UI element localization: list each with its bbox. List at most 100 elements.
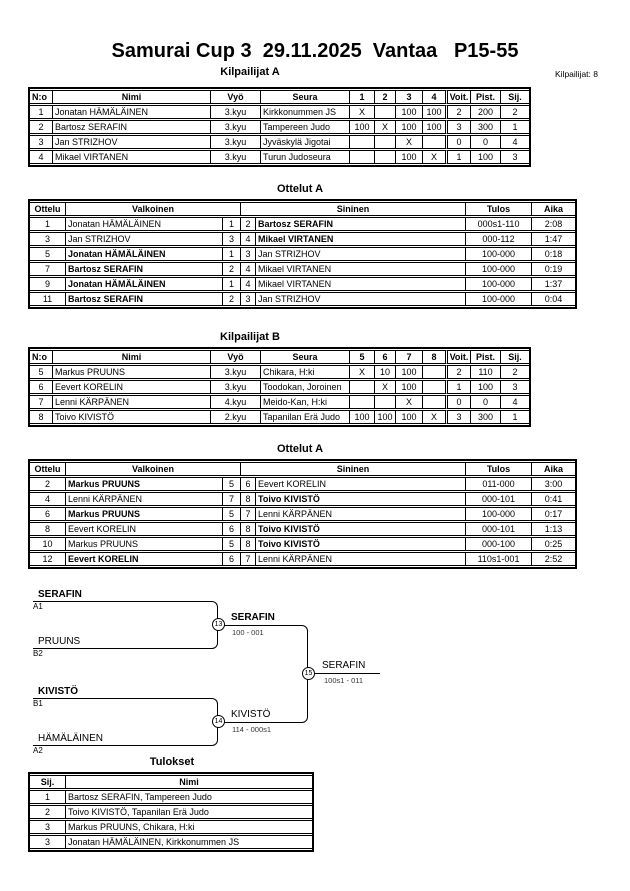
cell: 100 — [349, 410, 374, 424]
bracket-match-circle: 15 — [302, 667, 315, 680]
cell: 0 — [470, 135, 500, 149]
cell: Toivo KIVISTÖ — [255, 522, 466, 536]
cell: 3 — [30, 820, 65, 834]
cell: 1 — [222, 217, 240, 231]
cell: 7 — [222, 492, 240, 506]
cell: 8 — [30, 410, 52, 424]
cell — [349, 150, 374, 164]
bracket-slot-name: SERAFIN — [38, 589, 82, 600]
cell: 3.kyu — [210, 120, 260, 134]
cell: 5 — [222, 537, 240, 551]
cell: Markus PRUUNS — [52, 365, 210, 379]
cell: 100 — [395, 150, 422, 164]
cell — [374, 135, 395, 149]
cell: 0:41 — [531, 492, 576, 506]
cell: 2 — [30, 120, 52, 134]
cell: 3 — [30, 232, 65, 246]
cell: N:o — [30, 90, 52, 104]
cell: 2 — [500, 365, 529, 379]
bracket-winner-name: KIVISTÖ — [231, 709, 271, 720]
section-heading-matches-a: Ottelut A — [276, 183, 324, 195]
bracket-winner-name: SERAFIN — [322, 660, 366, 671]
cell: 200 — [470, 105, 500, 119]
cell: X — [395, 395, 422, 409]
cell: 011-000 — [465, 477, 532, 491]
cell: Seura — [260, 90, 349, 104]
cell: 3.kyu — [210, 135, 260, 149]
cell: 12 — [30, 552, 65, 566]
cell: 4 — [500, 395, 529, 409]
cell: 4 — [500, 135, 529, 149]
cell: 3.kyu — [210, 105, 260, 119]
cell: 11 — [30, 292, 65, 306]
cell: 3 — [500, 150, 529, 164]
cell: 5 — [222, 477, 240, 491]
cell: N:o — [30, 350, 52, 364]
cell: 300 — [470, 410, 500, 424]
bracket-match-circle: 14 — [212, 715, 225, 728]
cell: Bartosz SERAFIN — [255, 217, 466, 231]
cell: Eevert KORELIN — [65, 522, 222, 536]
cell: 4.kyu — [210, 395, 260, 409]
cell: Tampereen Judo — [260, 120, 349, 134]
cell: Aika — [531, 462, 576, 476]
cell: Jonatan HÄMÄLÄINEN, Kirkkonummen JS — [65, 835, 312, 849]
section-heading-results: Tulokset — [149, 756, 195, 768]
cell: 000-100 — [465, 537, 532, 551]
cell: Kirkkonummen JS — [260, 105, 349, 119]
cell: 0 — [445, 395, 470, 409]
cell: Voit. — [445, 90, 470, 104]
cell: Turun Judoseura — [260, 150, 349, 164]
bracket-slot-tag: B2 — [33, 649, 43, 658]
cell: 4 — [240, 262, 255, 276]
cell: Jonatan HÄMÄLÄINEN — [65, 277, 222, 291]
cell: 4 — [240, 232, 255, 246]
cell: Sininen — [240, 202, 466, 216]
bracket-winner-name: SERAFIN — [231, 612, 275, 623]
page-title: Samurai Cup 3 29.11.2025 Vantaa P15-55 — [111, 40, 519, 62]
cell: Lenni KÄRPÄNEN — [255, 552, 466, 566]
cell: 100-000 — [465, 277, 532, 291]
cell: Markus PRUUNS — [65, 507, 222, 521]
bracket-slot-name: PRUUNS — [38, 636, 81, 647]
cell — [349, 380, 374, 394]
cell: 3.kyu — [210, 365, 260, 379]
bracket-match-circle: 13 — [212, 618, 225, 631]
cell: 10 — [374, 365, 395, 379]
cell: 10 — [30, 537, 65, 551]
bracket-champion-line — [308, 673, 380, 674]
cell: 000-101 — [465, 522, 532, 536]
cell: Lenni KÄRPÄNEN — [65, 492, 222, 506]
cell: 8 — [240, 522, 255, 536]
cell: Toivo KIVISTÖ — [255, 492, 466, 506]
cell: 7 — [240, 552, 255, 566]
cell: 0:25 — [531, 537, 576, 551]
cell: 100 — [395, 120, 422, 134]
cell: Bartosz SERAFIN — [52, 120, 210, 134]
cell: 1 — [349, 90, 374, 104]
cell: Tulos — [465, 462, 532, 476]
cell: 5 — [349, 350, 374, 364]
cell — [422, 135, 445, 149]
cell: 2.kyu — [210, 410, 260, 424]
cell: Mikael VIRTANEN — [255, 262, 466, 276]
bracket-score: 100s1 - 011 — [324, 676, 364, 685]
cell: Toivo KIVISTÖ, Tapanilan Erä Judo — [65, 805, 312, 819]
cell: 7 — [395, 350, 422, 364]
cell: 1 — [222, 247, 240, 261]
cell: 6 — [222, 522, 240, 536]
cell — [374, 105, 395, 119]
cell: 1 — [30, 105, 52, 119]
cell: 1 — [500, 410, 529, 424]
